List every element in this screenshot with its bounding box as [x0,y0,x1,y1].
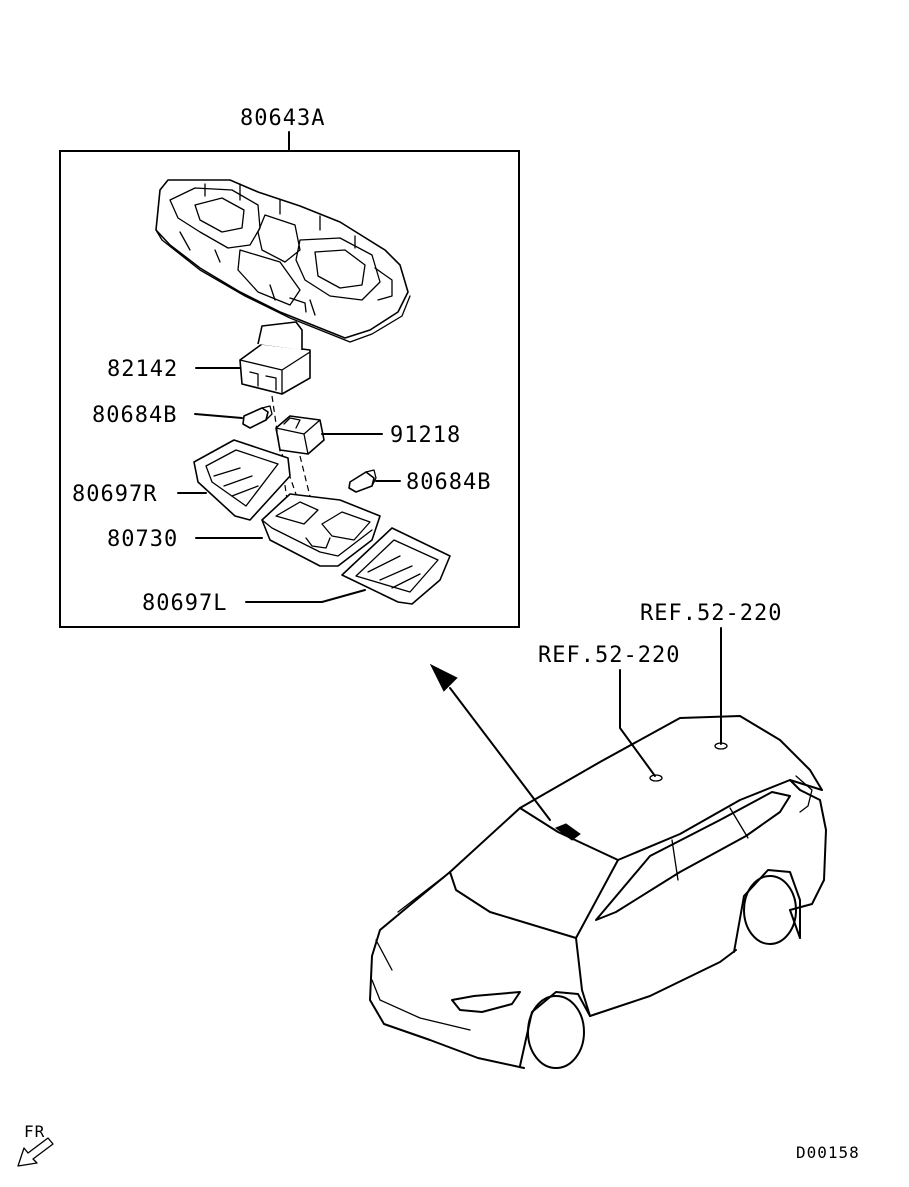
label-91218[interactable]: 91218 [390,423,461,448]
label-80697R[interactable]: 80697R [72,482,157,507]
label-80684B-left[interactable]: 80684B [92,403,177,428]
bulb-right-part[interactable] [348,469,377,493]
leader-80697L [245,589,366,603]
leader-ref-front [619,669,656,777]
label-80730[interactable]: 80730 [107,527,178,552]
leader-80684B-left [194,413,243,419]
vehicle-outline [369,715,827,1069]
label-80697L[interactable]: 80697L [142,591,227,616]
lens-left-part[interactable] [341,527,451,605]
label-82142[interactable]: 82142 [107,357,178,382]
label-ref-52-220-rear[interactable]: REF.52-220 [640,601,782,626]
diagram-code[interactable]: D00158 [796,1143,860,1162]
switch-part[interactable] [239,321,311,395]
front-direction-arrow-icon [17,1137,54,1167]
label-80643A[interactable]: 80643A [240,106,325,131]
front-marker-label[interactable]: FR [24,1122,45,1141]
label-80684B-right[interactable]: 80684B [406,470,491,495]
housing-part[interactable] [261,493,381,567]
socket-part[interactable] [275,415,325,455]
bulb-left-part[interactable] [242,405,273,429]
location-arrow [429,663,551,821]
label-ref-52-220-front[interactable]: REF.52-220 [538,643,680,668]
overhead-console-part[interactable] [155,179,411,343]
lens-right-part[interactable] [193,439,291,521]
